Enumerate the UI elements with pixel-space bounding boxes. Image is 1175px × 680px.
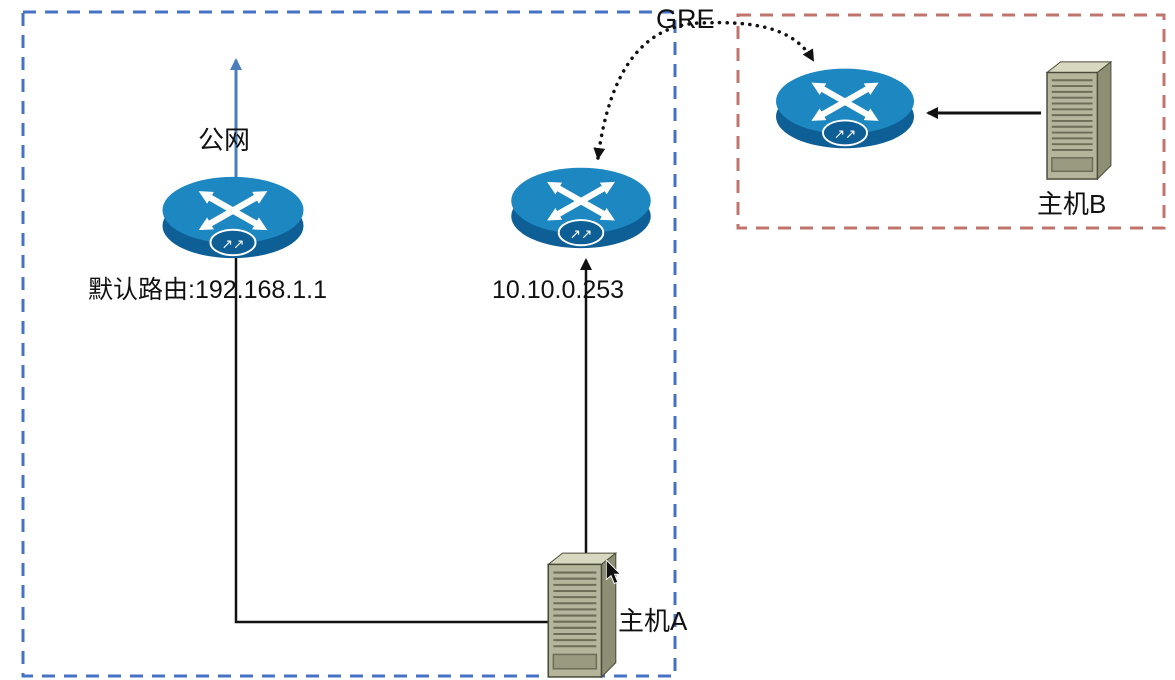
link-hosta-to-gateway: [234, 248, 550, 624]
default-route-label: 默认路由:192.168.1.1: [88, 276, 328, 304]
router-ip-label: 10.10.0.253: [492, 276, 625, 304]
public-network-label: 公网: [198, 125, 251, 155]
gre-tunnel-curve: [593, 20, 815, 160]
tunnel-router-b-icon: [772, 61, 918, 153]
host-b-server-icon: [1043, 57, 1113, 181]
host-a-label: 主机A: [618, 606, 688, 636]
gre-tunnel-label: GRE: [656, 4, 715, 34]
tunnel-router-a-icon: [508, 160, 654, 253]
mouse-pointer-icon: [606, 560, 622, 585]
host-b-label: 主机B: [1037, 189, 1107, 219]
gateway-router-icon: [159, 169, 307, 263]
site-a-boundary: [21, 10, 677, 678]
